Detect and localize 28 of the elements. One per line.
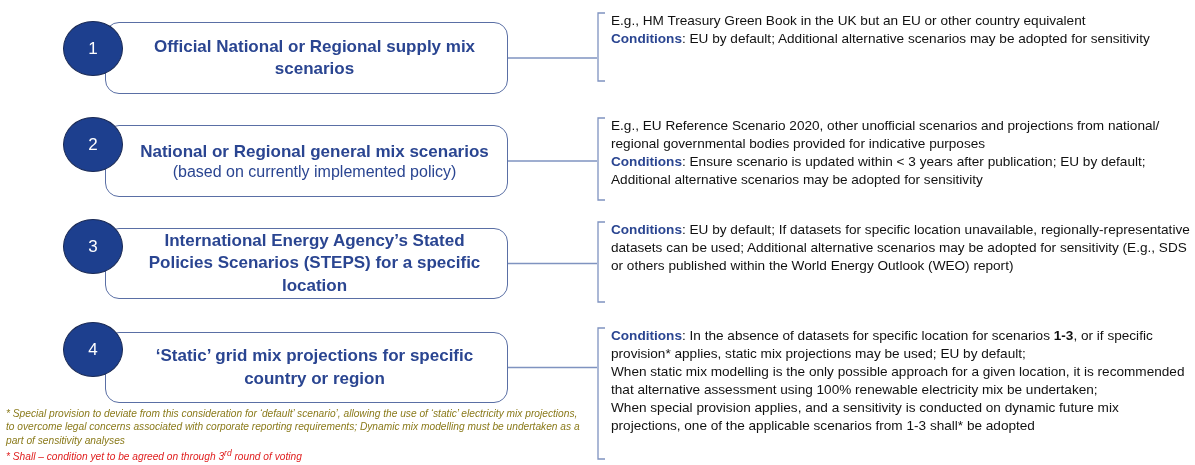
number-circle: 1 [63, 21, 123, 76]
connector-line [507, 366, 598, 369]
number-circle: 2 [63, 117, 123, 172]
connector-line [507, 262, 598, 265]
note-text: When static mix modelling is the only possible approach for a given location, it is recommended that alternative assessment using 100% renewable electricity mix be undertaken; [611, 363, 1186, 400]
scenario-title: Official National or Regional supply mix scenarios [152, 35, 477, 80]
connector-line [507, 57, 598, 59]
scenario-box [105, 332, 508, 403]
number-circle: 3 [63, 219, 123, 274]
scenario-title: ‘Static’ grid mix projections for specific country or region [154, 345, 475, 390]
note-text: When special provision applies, and a sensitivity is conducted on dynamic future mix projections, one of the applicable scenarios from 1-3 shall* be adopted [611, 399, 1120, 436]
note-text: Conditions: EU by default; If datasets for specific location unavailable, regionally-representative datasets can be used; Additional alternative scenarios may be adopted for sensitivity (E.g., SDS or others published within the World Energy Outlook (WEO) report) [611, 221, 1191, 276]
number-circle: 4 [63, 322, 123, 377]
note-text: E.g., EU Reference Scenario 2020, other unofficial scenarios and projections from national/ regional governmental bodies provided for indicative purposes [611, 117, 1161, 154]
scenario-subtitle: (based on currently implemented policy) [172, 163, 457, 182]
condition-note [597, 221, 1192, 303]
footnote: * Special provision to deviate from this consideration for ‘default’ scenario’, allowing the use of ‘static’ electricity mix projections, to overcome legal concerns associated with corporate reporting requirements; Dynamic mix modelling must be undertaken as a part of sensitivity analyses [6, 407, 581, 447]
note-text: E.g., HM Treasury Green Book in the UK but an EU or other country equivalent [611, 12, 1087, 30]
note-text: Conditions: In the absence of datasets for specific location for scenarios 1-3, or if specific provision* applies, static mix projections may be used; EU by default; [611, 327, 1154, 364]
note-text: Conditions: Ensure scenario is updated within < 3 years after publication; EU by default; Additional alternative scenarios may be adopted for sensitivity [611, 153, 1147, 190]
scenario-title: National or Regional general mix scenarios [140, 140, 489, 163]
scenario-title: International Energy Agency’s Stated Policies Scenarios (STEPS) for a specific location [147, 230, 482, 297]
footnote: * Shall – condition yet to be agreed on through 3$^{rd}$ round of voting [6, 448, 303, 464]
note-text: Conditions: EU by default; Additional alternative scenarios may be adopted for sensitivity [611, 30, 1151, 49]
scenario-box [105, 228, 508, 299]
scenario-box [105, 125, 508, 197]
scenario-box [105, 22, 508, 94]
connector-line [507, 160, 598, 162]
